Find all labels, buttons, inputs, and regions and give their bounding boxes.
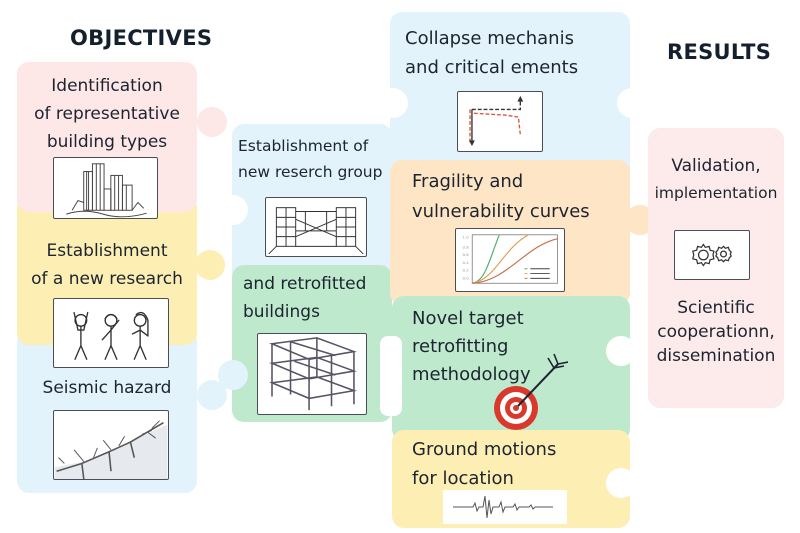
gears-icon — [674, 230, 750, 280]
label-line: vulnerability curves — [412, 201, 590, 222]
result-validation-label: Validation, implementation — [648, 153, 784, 207]
puzzle-hole — [218, 195, 248, 225]
puzzle-hole — [606, 468, 636, 498]
retrofitting-methodology-label: Novel target retrofitting methodology — [412, 305, 627, 389]
svg-text:0.8: 0.8 — [463, 244, 470, 249]
label-line: for location — [412, 468, 514, 489]
label-line: Novel target — [412, 308, 524, 329]
svg-text:0.0: 0.0 — [463, 275, 470, 280]
puzzle-knob — [197, 107, 227, 137]
label-line: building types — [46, 132, 168, 152]
puzzle-hole — [218, 360, 248, 390]
objectives-heading: OBJECTIVES — [70, 26, 213, 50]
label-line: Fragility and — [412, 171, 524, 192]
result-cooperation-label: Scientific cooperationn, dissemination — [648, 296, 784, 368]
seismogram-icon — [443, 490, 567, 524]
svg-text:0.6: 0.6 — [463, 252, 470, 257]
research-group-label: Establishment of new reserch group — [238, 133, 398, 185]
research-team-icon — [53, 298, 169, 368]
retrofitted-buildings-label: and retrofitted buildings — [243, 270, 393, 326]
ground-motions-label: Ground motions for location — [412, 435, 627, 493]
svg-text:0.2: 0.2 — [463, 268, 470, 273]
label-line: Collapse mechanis — [405, 28, 574, 49]
label-line: and retrofitted — [243, 274, 367, 294]
svg-text:1.0: 1.0 — [463, 235, 470, 240]
label-line: buildings — [243, 302, 320, 322]
svg-text:0.4: 0.4 — [463, 260, 470, 265]
fragility-curves-label: Fragility and vulnerability curves — [412, 167, 627, 227]
label-line: methodology — [412, 364, 531, 385]
objective-seismic-hazard-label: Seismic hazard — [42, 378, 172, 398]
puzzle-hole — [378, 88, 408, 118]
puzzle-hole — [606, 336, 636, 366]
label-line: Scientific — [677, 298, 755, 318]
shake-table-frame-icon — [265, 197, 367, 257]
label-line: of a new research — [31, 269, 183, 289]
results-heading: RESULTS — [667, 40, 772, 64]
objective-research-label: Establishment of a new research — [17, 237, 197, 293]
collapse-mechanism-icon — [457, 91, 543, 152]
label-line: Validation, — [671, 156, 761, 176]
ground-crack-icon — [53, 410, 169, 480]
city-buildings-icon — [53, 157, 158, 219]
label-line: implementation — [654, 184, 778, 202]
rc-frame-structure-icon — [257, 333, 367, 415]
fragility-curves-chart-icon: 1.0 0.8 0.6 0.4 0.2 0.0 — [455, 228, 565, 292]
label-line: Ground motions — [412, 439, 557, 460]
puzzle-gap — [380, 336, 402, 416]
puzzle-hole — [617, 88, 647, 118]
target-dart-icon — [488, 350, 569, 434]
label-line: of representative — [34, 104, 180, 124]
label-line: Establishment — [46, 241, 168, 261]
label-line: and critical ements — [405, 57, 579, 78]
objective-building-types-label: Identification of representative buildin… — [17, 72, 197, 156]
label-line: Establishment of — [238, 137, 369, 155]
collapse-mechanism-label: Collapse mechanis and critical ements — [405, 24, 630, 82]
puzzle-knob — [195, 250, 225, 280]
label-line: Identification — [51, 76, 163, 96]
label-line: dissemination — [656, 346, 776, 366]
label-line: new reserch group — [238, 163, 383, 181]
label-line: cooperationn, — [657, 322, 775, 342]
label-line: retrofitting — [412, 336, 509, 357]
